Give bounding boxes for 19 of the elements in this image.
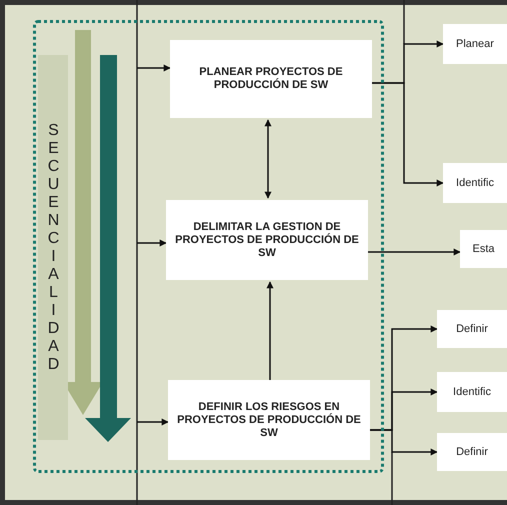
arrow — [266, 281, 274, 380]
process-box: Planear — [443, 24, 507, 64]
arrow — [368, 248, 461, 256]
process-box: PLANEAR PROYECTOS DE PRODUCCIÓN DE SW — [170, 40, 372, 118]
process-box: DEFINIR LOS RIESGOS EN PROYECTOS DE PRODUCCIÓN DE SW — [168, 380, 370, 460]
process-box: Identific — [437, 372, 507, 412]
process-box: Definir — [437, 433, 507, 471]
text-band: SECUENCIALIDAD — [38, 55, 68, 440]
arrow — [370, 429, 438, 456]
arrow — [372, 82, 444, 186]
arrow — [137, 240, 167, 246]
arrow — [137, 64, 171, 72]
process-box: DELIMITAR LA GESTION DE PROYECTOS DE PRODUCCIÓN DE SW — [166, 200, 368, 280]
arrow — [137, 418, 169, 426]
dashed-frame — [33, 20, 384, 473]
process-box: Identific — [443, 163, 507, 203]
process-box: Definir — [437, 310, 507, 348]
process-box: Esta — [460, 230, 507, 268]
arrow — [264, 119, 272, 199]
